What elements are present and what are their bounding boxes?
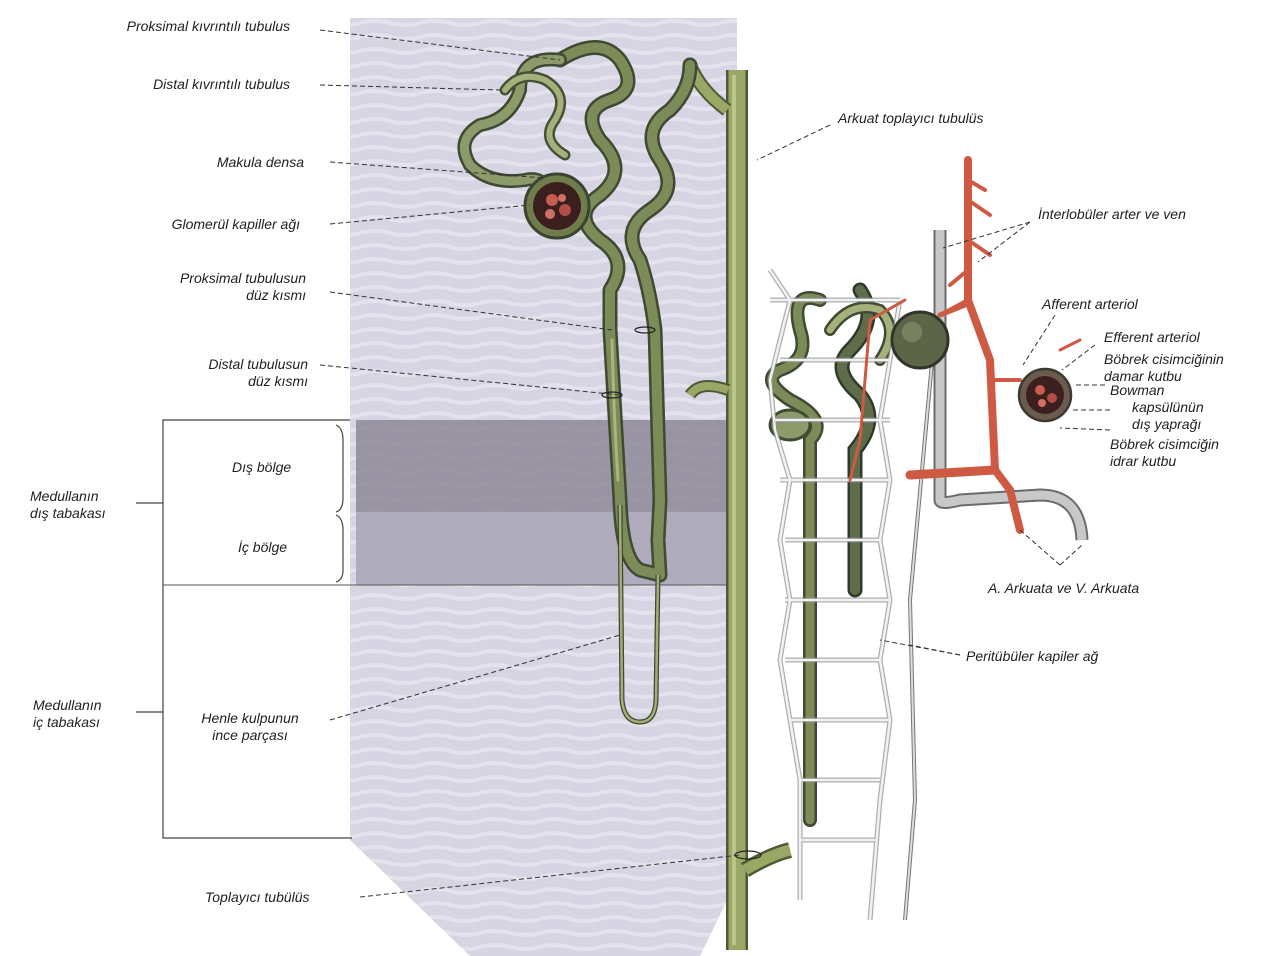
label-dis-bolge: Dış bölge (232, 459, 291, 476)
label-glomerul: Glomerül kapiller ağı (100, 216, 300, 233)
label-interlobuler: İnterlobüler arter ve ven (1038, 206, 1186, 223)
label-distal-duz-line1: Distal tubulusun (100, 356, 308, 373)
label-henle: Henle kulpunun ince parçası (180, 710, 320, 744)
label-bowman-line3: dış yaprağı (1110, 416, 1204, 433)
label-medulla-dis: Medullanın dış tabakası (30, 488, 106, 522)
label-idrar-kutbu-line1: Böbrek cisimciğin (1110, 436, 1219, 453)
label-arkuat: Arkuat toplayıcı tubulüs (838, 110, 984, 127)
label-ic-bolge: İç bölge (238, 539, 287, 556)
label-henle-line1: Henle kulpunun (180, 710, 320, 727)
label-arkuata: A. Arkuata ve V. Arkuata (988, 580, 1139, 597)
label-bowman: Bowman kapsülünün dış yaprağı (1110, 382, 1204, 433)
label-afferent: Afferent arteriol (1042, 296, 1138, 313)
label-proksimal-kivrintili: Proksimal kıvrıntılı tubulus (60, 18, 290, 35)
label-makula-densa: Makula densa (100, 154, 304, 171)
label-toplayici: Toplayıcı tubülüs (205, 889, 310, 906)
inner-zone-band (356, 512, 737, 585)
label-damar-kutbu: Böbrek cisimciğinin damar kutbu (1104, 351, 1224, 385)
renal-corpuscle-left (525, 174, 589, 238)
label-efferent: Efferent arteriol (1104, 329, 1200, 346)
kidney-band (350, 18, 737, 956)
label-medulla-dis-line1: Medullanın (30, 488, 106, 505)
label-distal-duz-line2: düz kısmı (100, 373, 308, 390)
label-proksimal-duz-line2: düz kısmı (100, 287, 306, 304)
label-medulla-ic: Medullanın iç tabakası (33, 697, 102, 731)
renal-corpuscle-right-small (1019, 369, 1071, 421)
label-distal-duz: Distal tubulusun düz kısmı (100, 356, 308, 390)
label-proksimal-duz: Proksimal tubulusun düz kısmı (100, 270, 306, 304)
label-proksimal-duz-line1: Proksimal tubulusun (100, 270, 306, 287)
label-idrar-kutbu-line2: idrar kutbu (1110, 453, 1219, 470)
label-damar-kutbu-line1: Böbrek cisimciğinin (1104, 351, 1224, 368)
label-bowman-line1: Bowman (1110, 382, 1204, 399)
renal-corpuscle-right-large (892, 312, 948, 368)
label-medulla-ic-line1: Medullanın (33, 697, 102, 714)
label-bowman-line2: kapsülünün (1110, 399, 1204, 416)
label-idrar-kutbu: Böbrek cisimciğin idrar kutbu (1110, 436, 1219, 470)
label-distal-kivrintili: Distal kıvrıntılı tubulus (60, 76, 290, 93)
label-henle-line2: ince parçası (180, 727, 320, 744)
label-medulla-ic-line2: iç tabakası (33, 714, 102, 731)
juxtamedullary-tubules (770, 290, 890, 820)
outer-zone-band (356, 420, 737, 512)
label-peritubuler: Peritübüler kapiler ağ (966, 648, 1098, 665)
label-medulla-dis-line2: dış tabakası (30, 505, 106, 522)
